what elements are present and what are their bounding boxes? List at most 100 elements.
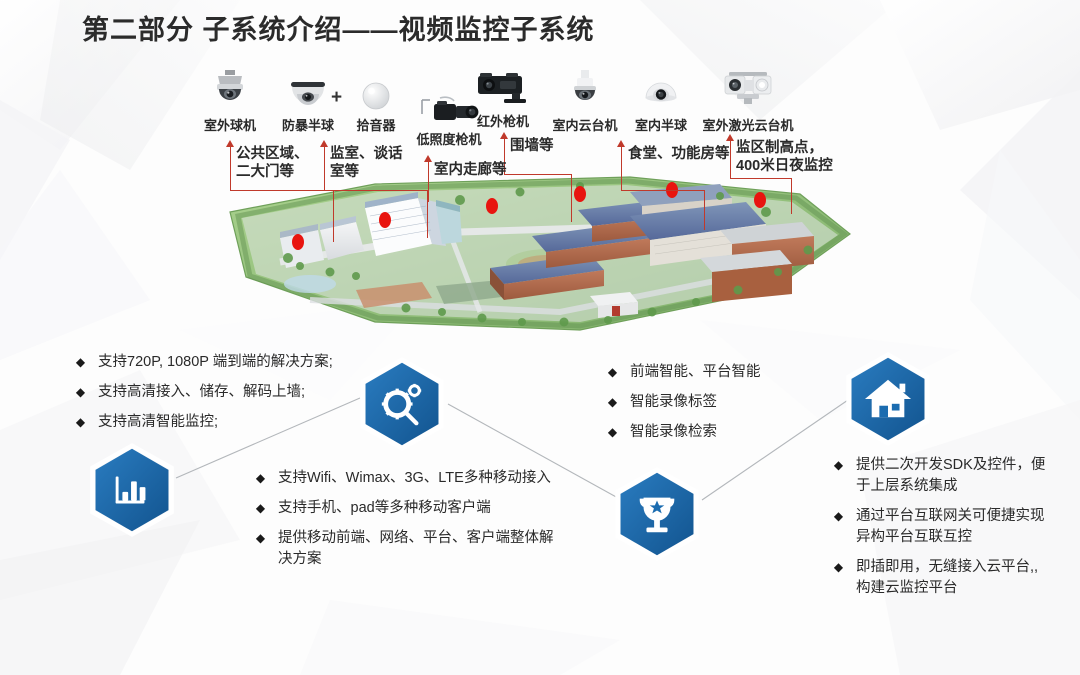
camera-item-infrared-bullet: 红外枪机 xyxy=(466,64,540,130)
infrared-bullet-camera-icon xyxy=(466,64,540,110)
callout-arrow xyxy=(726,134,734,141)
trophy-icon xyxy=(639,497,675,533)
callout-line: 食堂、功能房等 xyxy=(628,146,730,162)
camera-item-vandal-dome: 防暴半球 xyxy=(272,68,344,134)
camera-type-strip: 室外球机 防暴半球 + xyxy=(0,62,1080,147)
callout-line: 室等 xyxy=(330,163,359,180)
callout-public-area: 公共区域、 二大门等 xyxy=(236,146,309,182)
list-item: ◆ 支持Wifi、Wimax、3G、LTE多种移动接入 xyxy=(254,468,564,489)
microphone-pickup-icon xyxy=(344,68,408,114)
callout-leader-line xyxy=(730,141,732,179)
camera-label: 低照度枪机 xyxy=(416,132,482,147)
callout-line: 400米日夜监控 xyxy=(736,157,833,174)
bullet-text: 前端智能、平台智能 xyxy=(630,364,761,380)
list-item: ◆ 支持720P, 1080P 端到端的解决方案; xyxy=(74,352,374,373)
bullet-icon: ◆ xyxy=(75,355,86,369)
bullet-icon: ◆ xyxy=(607,365,618,379)
bullet-text: 智能录像检索 xyxy=(630,424,717,440)
list-item: ◆ 前端智能、平台智能 xyxy=(606,362,836,383)
callout-arrow xyxy=(226,140,234,147)
callout-high-point: 监区制高点， 400米日夜监控 xyxy=(736,140,833,176)
bullet-text-line2: 异构平台互联互控 xyxy=(856,529,972,545)
callout-leader-line xyxy=(427,190,429,238)
bullet-text-line2: 决方案 xyxy=(278,551,322,567)
feature-block-intelligence: ◆ 前端智能、平台智能 ◆ 智能录像标签 ◆ 智能录像检索 xyxy=(606,362,836,452)
camera-label: 室内半球 xyxy=(634,118,687,133)
camera-label: 拾音器 xyxy=(356,118,396,133)
camera-item-microphone: 拾音器 xyxy=(344,68,408,134)
ptz-dome-camera-icon xyxy=(194,68,266,114)
callout-line: 公共区域、 xyxy=(236,146,309,162)
camera-label: 防暴半球 xyxy=(281,118,334,133)
bullet-text: 提供二次开发SDK及控件，便 xyxy=(856,457,1046,473)
feature-block-integration: ◆ 提供二次开发SDK及控件，便 于上层系统集成 ◆ 通过平台互联网关可便捷实现… xyxy=(832,455,1072,608)
house-icon xyxy=(864,379,912,418)
list-item: ◆ 即插即用，无缝接入云平台,, 构建云监控平台 xyxy=(832,557,1072,599)
bullet-text: 支持720P, 1080P 端到端的解决方案; xyxy=(98,354,333,370)
list-item: ◆ 提供二次开发SDK及控件，便 于上层系统集成 xyxy=(832,455,1072,497)
feature-block-hd: ◆ 支持720P, 1080P 端到端的解决方案; ◆ 支持高清接入、储存、解码… xyxy=(74,352,374,442)
bullet-icon: ◆ xyxy=(607,395,618,409)
list-item: ◆ 支持高清智能监控; xyxy=(74,412,374,433)
list-item: ◆ 支持高清接入、储存、解码上墙; xyxy=(74,382,374,403)
bullet-icon: ◆ xyxy=(607,425,618,439)
callout-arrow xyxy=(500,132,508,139)
bullet-icon: ◆ xyxy=(75,415,86,429)
list-item: ◆ 智能录像标签 xyxy=(606,392,836,413)
bullet-text-line2: 于上层系统集成 xyxy=(856,478,958,494)
camera-label: 室外激光云台机 xyxy=(702,118,794,133)
vandal-dome-camera-icon xyxy=(272,68,344,114)
plus-symbol: + xyxy=(331,87,343,108)
list-item: ◆ 提供移动前端、网络、平台、客户端整体解 决方案 xyxy=(254,528,564,570)
callout-line: 监室、谈话 xyxy=(330,146,403,162)
bullet-icon: ◆ xyxy=(833,560,844,574)
callout-indoor-corridor: 室内走廊等 xyxy=(434,162,507,180)
list-item: ◆ 通过平台互联网关可便捷实现 异构平台互联互控 xyxy=(832,506,1072,548)
node-hexagon-gear-search[interactable] xyxy=(354,356,450,452)
bullet-text: 支持高清智能监控; xyxy=(98,414,219,430)
callout-leader-line xyxy=(504,139,506,175)
camera-item-low-light-box: 低照度枪机 xyxy=(410,92,488,148)
callout-perimeter-wall: 围墙等 xyxy=(510,138,554,156)
callout-leader-line xyxy=(621,147,623,191)
callout-leader-line xyxy=(704,190,706,230)
callout-leader-line xyxy=(504,174,572,176)
callout-leader-line xyxy=(333,190,335,242)
callout-leader-line xyxy=(571,174,573,222)
bar-chart-icon xyxy=(115,476,146,504)
camera-item-indoor-ptz: 室内云台机 xyxy=(548,68,622,134)
callout-line: 围墙等 xyxy=(510,138,554,154)
camera-label: 红外枪机 xyxy=(476,114,529,129)
callout-leader-line xyxy=(730,178,792,180)
camera-item-ptz-dome: 室外球机 xyxy=(194,68,266,134)
bullet-text: 通过平台互联网关可便捷实现 xyxy=(856,508,1045,524)
callout-line: 监区制高点， xyxy=(736,140,823,156)
bullet-text-line2: 构建云监控平台 xyxy=(856,580,958,596)
bullet-icon: ◆ xyxy=(833,458,844,472)
camera-item-outdoor-laser-ptz: 室外激光云台机 xyxy=(698,68,798,134)
bullet-icon: ◆ xyxy=(255,501,266,515)
node-hexagon-house[interactable] xyxy=(840,351,936,447)
indoor-dome-camera-icon xyxy=(626,68,696,114)
camera-item-indoor-dome: 室内半球 xyxy=(626,68,696,134)
indoor-ptz-camera-icon xyxy=(548,68,622,114)
gear-search-icon xyxy=(381,383,422,426)
low-light-box-camera-icon xyxy=(410,92,488,128)
bullet-icon: ◆ xyxy=(75,385,86,399)
node-hexagon-trophy[interactable] xyxy=(609,466,705,562)
bullet-icon: ◆ xyxy=(255,471,266,485)
camera-label: 室内云台机 xyxy=(552,118,618,133)
node-hexagon-bar-chart[interactable] xyxy=(84,442,180,538)
bullet-text: 智能录像标签 xyxy=(630,394,717,410)
bullet-icon: ◆ xyxy=(833,509,844,523)
callout-canteen: 食堂、功能房等 xyxy=(628,146,730,164)
callout-line: 室内走廊等 xyxy=(434,162,507,178)
callout-leader-line xyxy=(428,162,430,202)
callout-leader-line xyxy=(791,178,793,214)
list-item: ◆ 支持手机、pad等多种移动客户端 xyxy=(254,498,564,519)
campus-aerial-map xyxy=(160,172,860,337)
callout-leader-line xyxy=(324,190,428,192)
camera-label: 室外球机 xyxy=(203,118,256,133)
